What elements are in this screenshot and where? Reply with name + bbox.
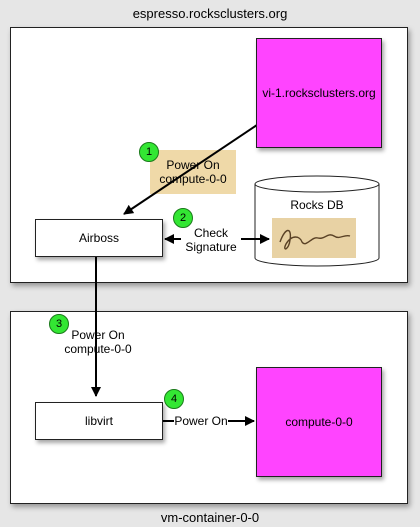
airboss-box: Airboss (35, 219, 163, 257)
top-host-label: espresso.rocksclusters.org (132, 6, 288, 21)
step-4-label-background (174, 413, 228, 429)
arrow-vi1-to-airboss (123, 124, 258, 215)
step-3-label: Power On compute-0-0 (58, 328, 138, 356)
step-3-badge: 3 (49, 314, 69, 334)
step-3-line2: compute-0-0 (64, 342, 132, 356)
airboss-label: Airboss (78, 231, 119, 245)
libvirt-label: libvirt (84, 414, 113, 428)
libvirt-box: libvirt (35, 402, 163, 440)
step-2-label: Check Signature (181, 226, 241, 254)
step-4-badge: 4 (164, 389, 184, 409)
step-2-badge: 2 (173, 208, 193, 228)
vi1-label: vi-1.rocksclusters.org (262, 86, 376, 100)
step-2-line1: Check (193, 226, 228, 240)
rocks-db-label: Rocks DB (290, 198, 344, 212)
compute-label: compute-0-0 (285, 415, 353, 429)
step-1-line2: compute-0-0 (159, 172, 227, 186)
step-2-label-background (181, 224, 241, 254)
bottom-host-label: vm-container-0-0 (160, 510, 260, 525)
signature-image (272, 218, 356, 258)
vi1-box: vi-1.rocksclusters.org (256, 38, 382, 148)
step-1-label: Power On compute-0-0 (150, 158, 236, 186)
step-4-label: Power On (174, 414, 228, 428)
step-3-line1: Power On (71, 328, 125, 342)
step-2-line2: Signature (185, 240, 237, 254)
step-1-line1: Power On (166, 158, 220, 172)
compute-box: compute-0-0 (256, 367, 382, 477)
step-1-badge: 1 (139, 142, 159, 162)
